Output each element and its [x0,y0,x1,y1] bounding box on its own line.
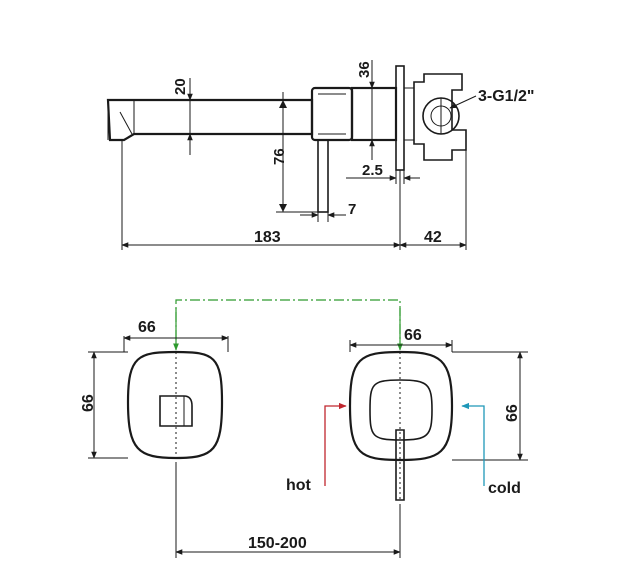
thread-label: 3-G1/2" [478,88,535,105]
dim-right-plate: 66 66 [349,327,528,461]
hot-label: hot [286,477,312,494]
mixer-body [310,86,398,142]
dim-center-distance: 150-200 [175,462,401,558]
dim-left-plate: 66 66 [80,319,229,459]
dim-center-distance-label: 150-200 [248,535,307,552]
dim-body-height: 36 [352,60,396,160]
hot-indicator: hot [286,402,347,494]
thread-callout: 3-G1/2" [449,88,535,109]
in-wall-box [413,73,467,161]
mixer-plate [348,350,454,501]
front-view: 66 66 66 66 hot [80,299,528,558]
cold-label: cold [488,480,521,497]
wall-plate [395,65,415,171]
dim-spout-length-label: 183 [254,229,281,246]
dim-lever-drop-label: 76 [271,148,288,165]
dim-plate-thickness: 2.5 [346,162,420,184]
dim-lever-width-label: 7 [348,201,356,218]
dim-right-plate-height-label: 66 [504,404,521,422]
center-link-line [173,299,403,351]
dim-lever-width: 7 [300,201,356,222]
dim-body-height-label: 36 [356,61,373,78]
dim-spout-height-label: 20 [172,78,189,95]
dim-left-plate-width-label: 66 [138,319,156,336]
dim-overall: 183 42 [121,140,467,250]
dim-plate-thickness-label: 2.5 [362,162,383,179]
cold-indicator: cold [461,402,521,497]
spout-plate [126,350,224,460]
lever [317,139,329,213]
dim-left-plate-height-label: 66 [80,394,97,412]
dim-right-plate-width-label: 66 [404,327,422,344]
dim-lever-drop: 76 [271,92,318,213]
side-view: 20 36 3-G1/2" 76 [106,60,535,250]
dim-spout-height: 20 [172,78,193,155]
dim-box-depth-label: 42 [424,229,442,246]
